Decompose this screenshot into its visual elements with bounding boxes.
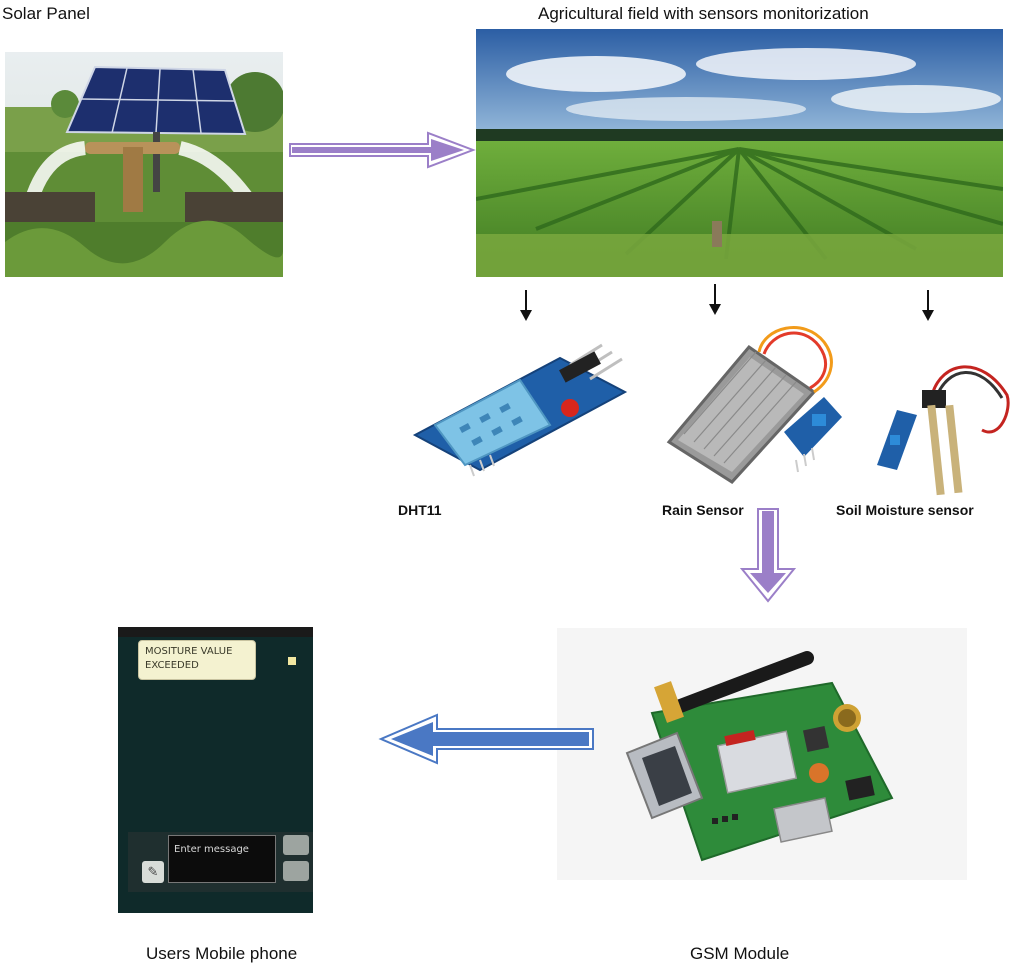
agricultural-field-image	[476, 29, 1003, 277]
soil-moisture-caption: Soil Moisture sensor	[836, 502, 974, 518]
phone-message-input[interactable]: Enter message	[168, 835, 276, 883]
solar-panel-caption: Solar Panel	[2, 4, 90, 23]
dht11-caption: DHT11	[398, 502, 442, 518]
phone-attach-button[interactable]: ✎	[142, 861, 164, 883]
solar-panel-image	[5, 52, 283, 277]
mobile-phone-image: MOSITURE VALUE EXCEEDED ✎ Enter message	[118, 627, 313, 913]
arrow-sensors-to-gsm	[739, 508, 797, 603]
phone-top-bar	[118, 627, 313, 637]
soil-moisture-sensor-image	[872, 350, 1016, 500]
arrow-to-rain-sensor	[709, 284, 721, 315]
rain-sensor-caption: Rain Sensor	[662, 502, 744, 518]
arrow-solar-to-field	[289, 131, 476, 169]
gsm-module-caption: GSM Module	[690, 944, 790, 963]
phone-send-button[interactable]	[283, 835, 309, 855]
phone-status-icon	[288, 657, 296, 665]
arrow-gsm-to-phone	[378, 713, 594, 765]
phone-message-placeholder: Enter message	[174, 844, 249, 855]
arrow-to-dht11	[520, 290, 532, 321]
mobile-phone-caption: Users Mobile phone	[146, 944, 298, 963]
phone-send-button-2[interactable]	[283, 861, 309, 881]
dht11-sensor-image	[410, 330, 635, 480]
field-caption: Agricultural field with sensors monitori…	[538, 4, 869, 23]
gsm-module-image	[557, 628, 967, 880]
phone-alert-text: MOSITURE VALUE EXCEEDED	[145, 646, 233, 671]
arrow-to-soil-sensor	[922, 290, 934, 321]
rain-sensor-image	[664, 322, 844, 492]
phone-alert-bubble: MOSITURE VALUE EXCEEDED	[138, 640, 256, 680]
